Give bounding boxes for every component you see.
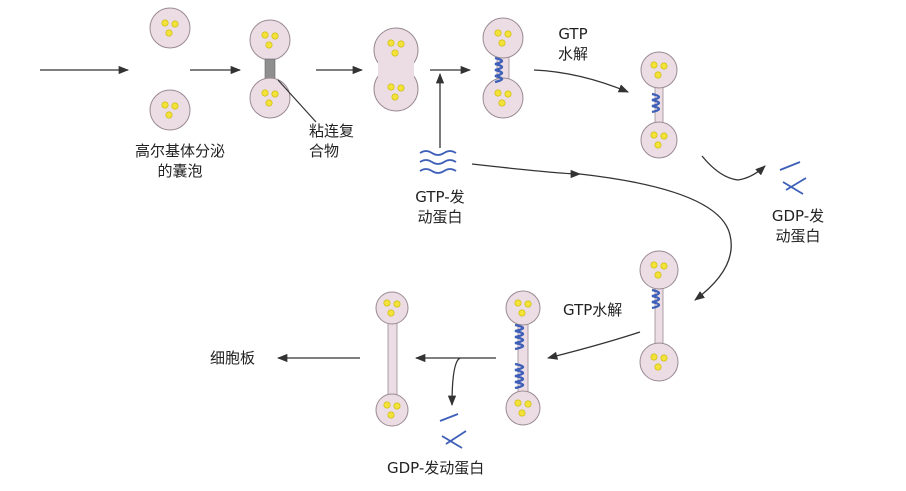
dynamin-coated-tube [482,17,524,119]
arrow-gtp-hydrolysis-bottom [546,331,641,360]
gtp-hydrolysis-top-label: GTP 水解 [548,24,598,64]
arrow-gtp-hydrolysis-top [533,69,629,93]
gtp-dynamin-symbol [419,150,457,174]
dynamin-helix-top [651,92,661,114]
dynamin-helix-upper [514,323,525,351]
golgi-vesicles-label-line2: 的囊泡 [157,162,203,180]
long-tube-two-helices [505,290,541,426]
tethered-vesicles [249,19,291,119]
gtp-dynamin-label-line2: 动蛋白 [417,208,463,226]
gdp-dynamin-symbol-bottom [439,413,467,449]
bare-tube [375,291,409,427]
gtp-dynamin-label-line1: GTP-发 [415,188,465,206]
constricted-tube-top [640,51,678,159]
gdp-dynamin-right-label-line1: GDP-发 [771,207,825,225]
gtp-hydrolysis-bottom-label: GTP水解 [563,301,623,319]
arrow-gdp-release-right [701,155,766,181]
golgi-vesicles-label: 高尔基体分泌 的囊泡 [130,141,230,181]
tether-complex-label-line1: 粘连复 [309,122,355,140]
arrow-gdp-release-bottom [447,357,461,407]
gtp-hydrolysis-top-label-line1: GTP [558,25,588,43]
arrow-big-curve-down [579,173,732,301]
cell-plate-label: 细胞板 [210,349,256,367]
elongated-tube-right [639,250,679,382]
gdp-dynamin-bottom-label: GDP-发动蛋白 [387,459,485,477]
gdp-dynamin-right-label-line2: 动蛋白 [775,227,821,245]
tether-complex-label-line2: 合物 [309,142,340,160]
tether-complex-label: 粘连复 合物 [309,121,354,161]
gtp-hydrolysis-top-label-line2: 水解 [557,45,588,63]
gtp-dynamin-label: GTP-发 动蛋白 [400,187,480,227]
golgi-vesicle-pair [149,7,191,131]
dynamin-helix-right [651,288,661,310]
tether-pointer-line [277,79,317,123]
fused-vesicles [373,27,419,112]
arrow-gtp-dynamin-right [471,163,582,179]
dynamin-helix-lower [514,362,525,390]
gdp-dynamin-symbol-right [779,161,807,195]
dynamin-helix [494,56,504,84]
golgi-vesicles-label-line1: 高尔基体分泌 [134,142,225,160]
gdp-dynamin-right-label: GDP-发 动蛋白 [758,206,838,246]
